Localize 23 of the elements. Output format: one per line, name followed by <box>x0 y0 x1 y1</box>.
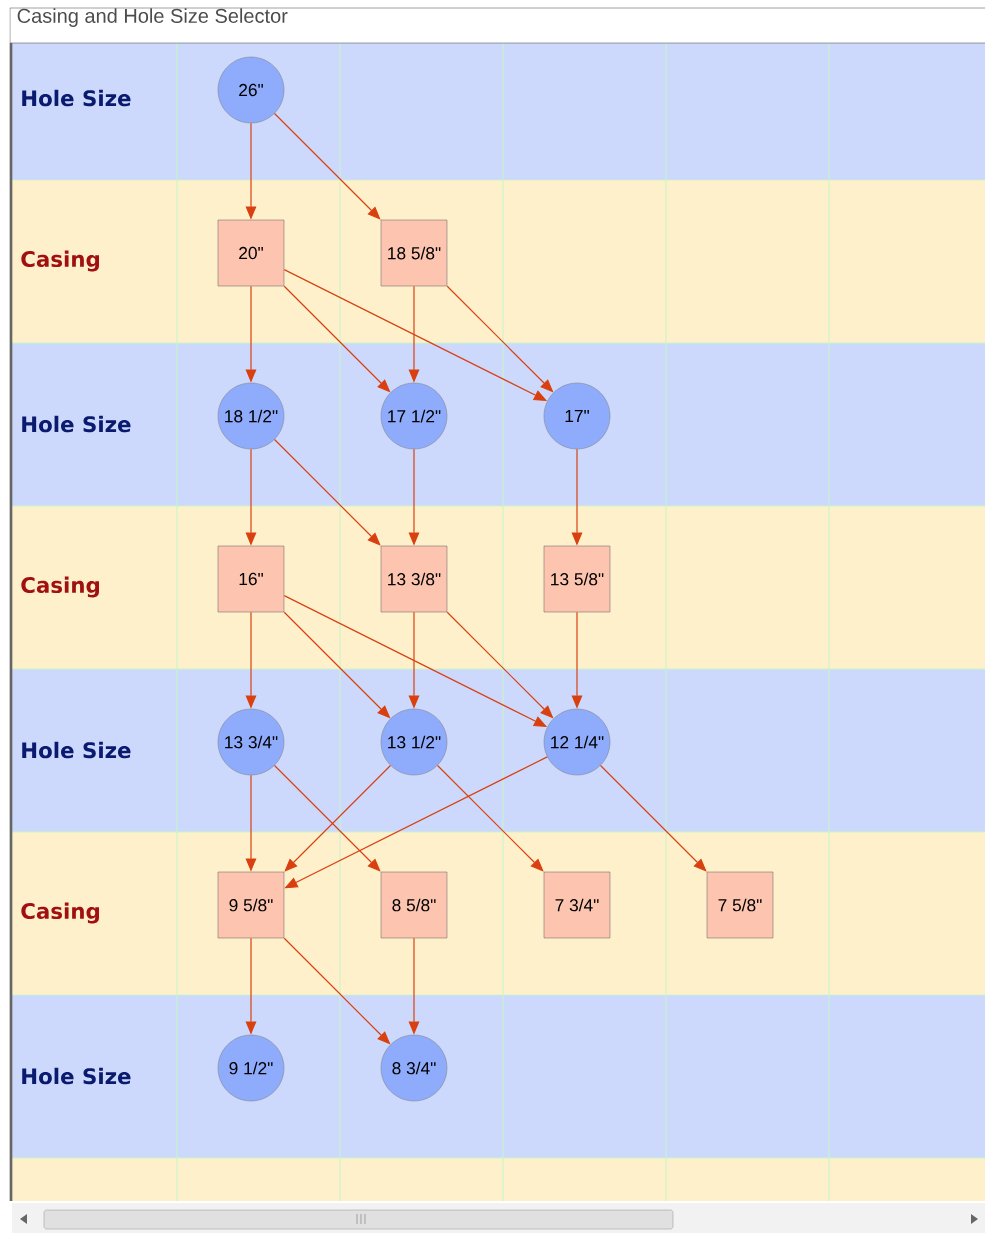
casing-box: 8 5/8" <box>380 871 448 939</box>
casing-box: 9 5/8" <box>217 871 285 939</box>
casing-box: 7 5/8" <box>706 871 774 939</box>
casing-box: 7 3/4" <box>543 871 611 939</box>
row-label: Hole Size <box>22 415 131 433</box>
casing-box: 13 3/8" <box>380 545 448 613</box>
arrow <box>273 438 381 546</box>
arrow <box>273 112 381 220</box>
casing-box: 20" <box>217 219 285 287</box>
row-label: Hole Size <box>22 741 131 759</box>
arrow <box>273 764 381 872</box>
row-label: Hole Size <box>22 1067 131 1085</box>
arrow <box>436 764 544 872</box>
arrow <box>599 764 707 872</box>
row-label: Casing <box>21 576 99 598</box>
arrow <box>284 764 392 872</box>
row-label: Casing <box>21 902 99 924</box>
row-label: Hole Size <box>22 89 131 107</box>
title-bar: Casing and Hole Size Selector <box>9 7 985 44</box>
row-label: Casing <box>21 250 99 272</box>
casing-box: 13 5/8" <box>543 545 611 613</box>
casing-box: 18 5/8" <box>380 219 448 287</box>
casing-box: 16" <box>217 545 285 613</box>
